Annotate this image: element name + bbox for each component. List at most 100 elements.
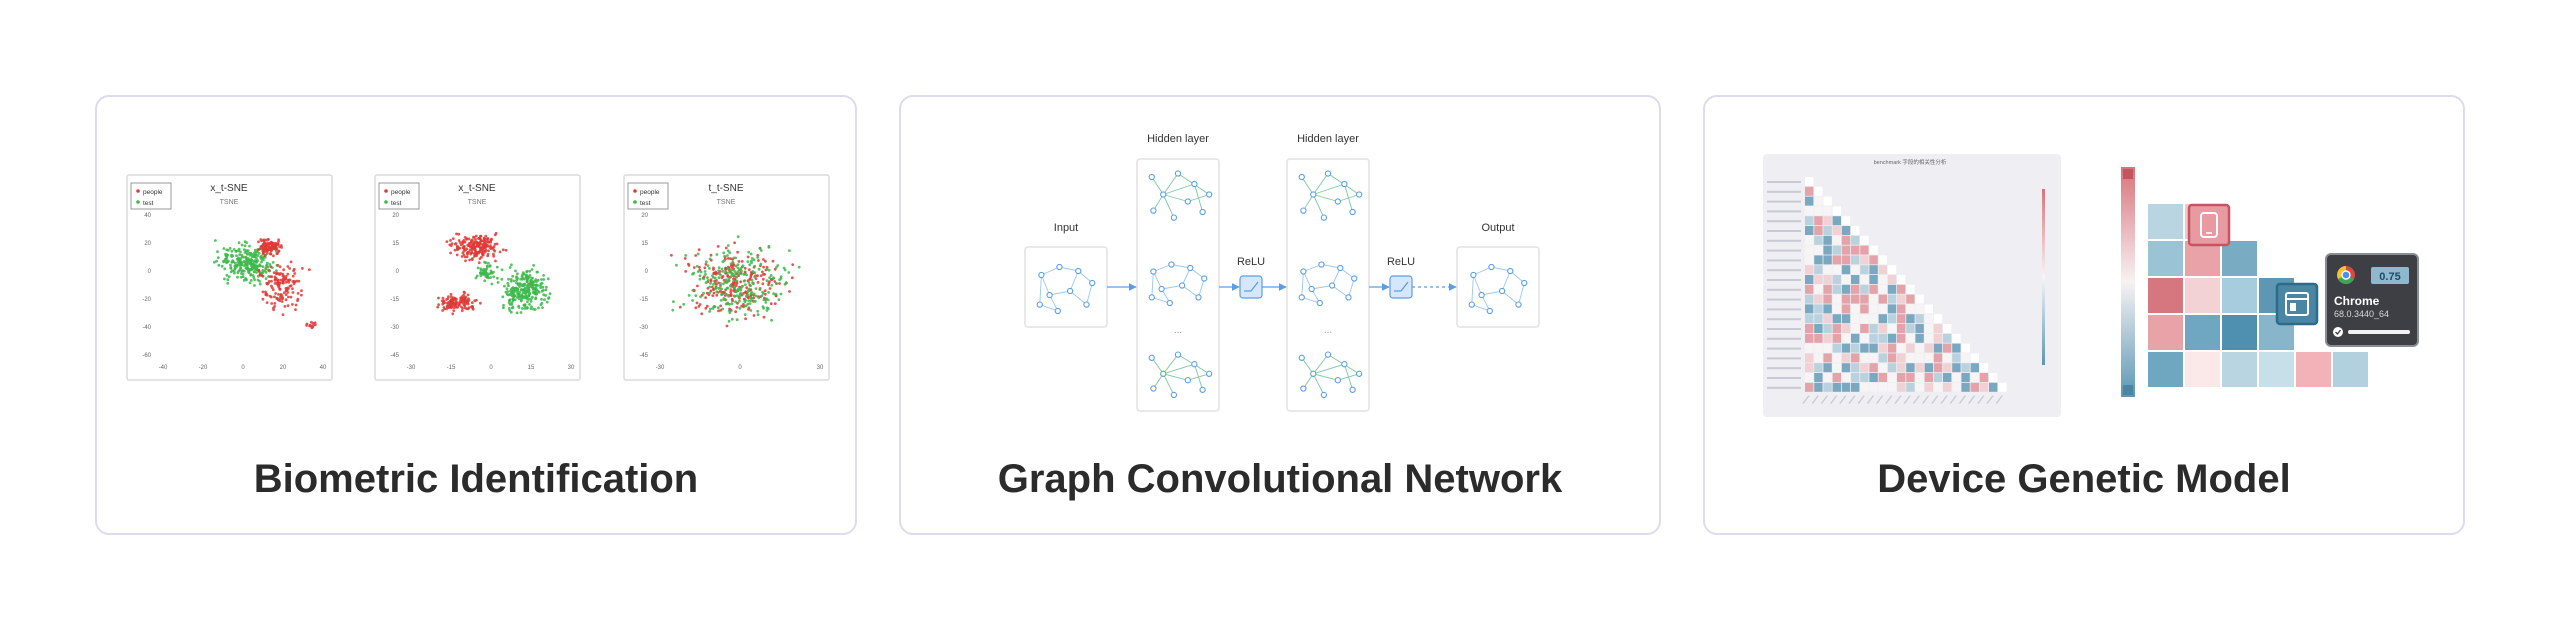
- scatter-point: [483, 279, 487, 283]
- scatter-point: [263, 254, 267, 257]
- device-heatmap-cell: [2222, 241, 2257, 276]
- score-value: 0.75: [2379, 271, 2400, 283]
- scatter-point: [726, 279, 730, 283]
- scatter-point: [275, 252, 279, 256]
- scatter-point: [222, 260, 226, 264]
- scatter-point: [717, 309, 720, 313]
- scatter-point: [496, 276, 499, 280]
- scatter-point: [259, 247, 262, 250]
- heatmap-cell: [1851, 382, 1860, 392]
- scatter-point: [753, 264, 757, 268]
- x-tick: 30: [568, 365, 575, 371]
- scatter-point: [708, 285, 712, 289]
- graph-node: [1310, 370, 1317, 377]
- scatter-point: [740, 260, 744, 263]
- heatmap-cell: [1823, 314, 1832, 324]
- heatmap-cell: [1970, 363, 1979, 373]
- scatter-point: [525, 269, 529, 273]
- heatmap-cell: [1998, 382, 2007, 392]
- scatter-point: [279, 293, 283, 296]
- graph-node: [1324, 351, 1332, 358]
- scatter-point: [543, 298, 546, 302]
- heatmap-row-label: [1767, 181, 1801, 183]
- scatter-point: [747, 308, 750, 311]
- scatter-point: [294, 303, 298, 307]
- scatter-point: [709, 307, 712, 311]
- graph-node: [1328, 282, 1336, 289]
- heatmap-cell: [1924, 363, 1933, 373]
- heatmap-cell: [1924, 382, 1933, 392]
- scatter-point: [754, 287, 758, 290]
- scatter-point: [237, 241, 241, 245]
- heatmap-cell: [1823, 353, 1832, 363]
- scatter-point: [737, 295, 741, 299]
- scatter-point: [484, 275, 488, 278]
- scatter-point: [477, 261, 481, 265]
- scatter-point: [528, 274, 532, 277]
- card-graph-convolutional-network[interactable]: Input Hidden layer ... ReLU Hidden layer…: [899, 95, 1661, 535]
- output-graph: [1468, 263, 1528, 315]
- scatter-point: [277, 293, 280, 296]
- scatter-point: [479, 267, 483, 271]
- scatter-point: [468, 258, 472, 262]
- scatter-point: [722, 282, 725, 286]
- phone-icon: [2187, 203, 2231, 247]
- relu-1-curve-icon: [1244, 281, 1259, 292]
- heatmap-cell: [1906, 294, 1915, 304]
- scatter-point: [509, 293, 512, 296]
- device-heatmap-cell: [2185, 241, 2220, 276]
- scatter-point: [537, 290, 541, 294]
- scatter-point: [486, 238, 489, 242]
- heatmap-cell: [1906, 304, 1915, 314]
- heatmap-cell: [1924, 353, 1933, 363]
- scatter-point: [443, 307, 446, 311]
- scatter-point: [745, 294, 749, 298]
- heatmap-title: benchmark 字段的相关性分析: [1874, 158, 1947, 166]
- scatter-point: [289, 284, 293, 287]
- scatter-point: [731, 260, 735, 264]
- heatmap-cell: [1814, 265, 1823, 275]
- scatter-point: [286, 291, 290, 294]
- scatter-point: [769, 302, 773, 306]
- scatter-point: [222, 247, 226, 250]
- card-biometric-identification[interactable]: x_t-SNE TSNE people test 40 20 0 -20 -40…: [95, 95, 857, 535]
- heatmap-cell: [1851, 255, 1860, 265]
- device-heatmap-cell: [2222, 352, 2257, 387]
- graph-edge: [1331, 267, 1341, 286]
- heatmap-cell: [1887, 324, 1897, 333]
- graph-edge: [1302, 271, 1313, 290]
- scatter-point: [240, 243, 244, 247]
- graph-node: [1178, 282, 1186, 289]
- scatter-point: [441, 296, 445, 300]
- scatter-point: [508, 298, 512, 302]
- heatmap-cell: [1878, 363, 1887, 373]
- heatmap-cell: [1860, 363, 1869, 373]
- scatter-point: [501, 248, 505, 252]
- heatmap-cell: [1814, 324, 1823, 333]
- scatter-point: [746, 290, 750, 294]
- scatter-point: [535, 280, 538, 284]
- scatter-point: [752, 314, 756, 317]
- browser-info-card[interactable]: 0.75 Chrome 68.0.3440_64: [2325, 253, 2419, 347]
- scatter-point: [524, 275, 528, 279]
- scatter-points: [436, 231, 552, 316]
- scatter-point: [671, 308, 675, 312]
- scatter-point: [261, 265, 265, 268]
- scatter-point: [252, 270, 256, 274]
- scatter-point: [770, 278, 773, 281]
- graph-node: [1036, 301, 1043, 308]
- scatter-point: [775, 266, 778, 269]
- heatmap-col-label: [1977, 395, 1985, 404]
- scatter-point: [493, 233, 497, 237]
- graph-node: [1507, 267, 1514, 275]
- y-tick: -40: [142, 325, 151, 331]
- input-label: Input: [1054, 222, 1078, 234]
- scatter-point: [269, 265, 273, 269]
- scatter-point: [262, 238, 266, 242]
- graph-node: [1206, 191, 1213, 198]
- scatter-point: [217, 263, 221, 267]
- card-device-genetic-model[interactable]: benchmark 字段的相关性分析: [1703, 95, 2465, 535]
- heatmap-cell: [1814, 196, 1823, 206]
- scatter-point: [734, 300, 737, 304]
- browser-version: 68.0.3440_64: [2334, 309, 2389, 319]
